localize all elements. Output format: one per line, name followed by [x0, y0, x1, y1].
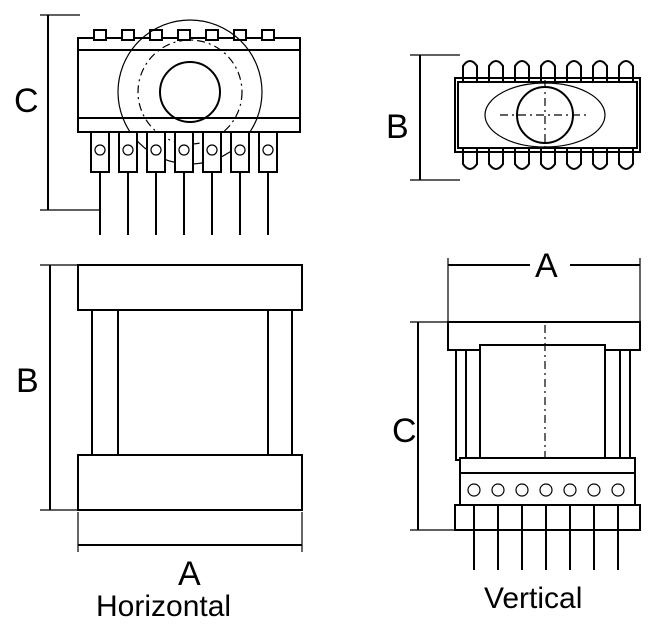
dim-label-a: A	[178, 555, 201, 593]
tab	[121, 29, 135, 41]
hook-top	[592, 60, 608, 82]
pin-terminal	[146, 131, 166, 173]
hook-bottom	[514, 148, 530, 170]
pin-terminal	[90, 131, 110, 173]
caption-vertical: Vertical	[484, 582, 582, 615]
tab	[233, 29, 247, 41]
hook-top	[514, 60, 530, 82]
pin-terminal	[202, 131, 222, 173]
horizontal-side-view: C	[14, 14, 301, 235]
tab	[177, 29, 191, 41]
horizontal-top-view: B A Horizontal	[16, 264, 303, 623]
hook-top	[618, 60, 634, 82]
hook-bottom	[540, 148, 556, 170]
hook-bottom	[488, 148, 504, 170]
core-circle	[159, 61, 221, 123]
hook-top	[540, 60, 556, 82]
tab	[149, 29, 163, 41]
tab	[205, 29, 219, 41]
hook-bottom	[566, 148, 582, 170]
vertical-view: A C Vertical	[392, 247, 641, 615]
hook-top	[488, 60, 504, 82]
hook-bottom	[462, 148, 478, 170]
horizontal-end-view: B	[386, 54, 641, 181]
caption-horizontal: Horizontal	[96, 590, 231, 623]
pin-terminal	[118, 131, 138, 173]
hook-top	[462, 60, 478, 82]
pin-terminal	[230, 131, 250, 173]
dim-label-b: B	[16, 362, 39, 400]
dim-label-c-vertical: C	[392, 412, 417, 450]
dim-label-c: C	[14, 82, 39, 120]
hook-bottom	[618, 148, 634, 170]
tab	[261, 29, 275, 41]
pin-terminal	[174, 131, 194, 173]
dim-label-b-top: B	[386, 108, 409, 146]
pin-terminal	[258, 131, 278, 173]
hook-top	[566, 60, 582, 82]
hook-bottom	[592, 148, 608, 170]
tab	[93, 29, 107, 41]
dim-label-a-vertical: A	[535, 247, 558, 285]
